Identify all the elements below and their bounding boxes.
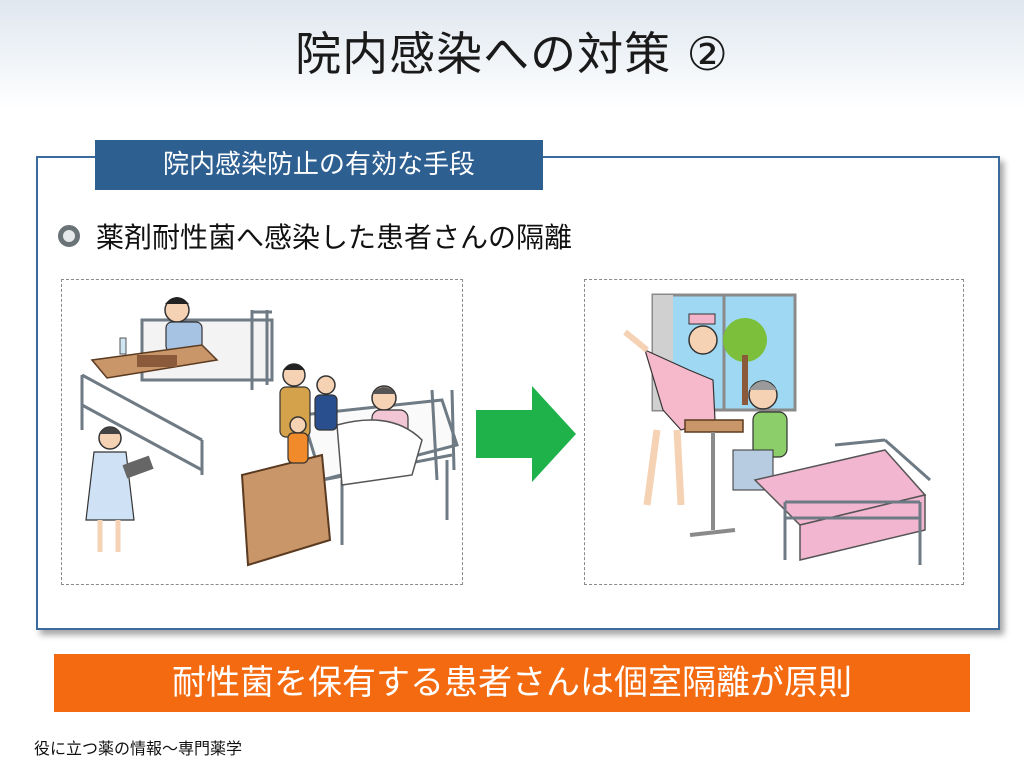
tray-table-illustration xyxy=(684,419,744,537)
patient-man-illustration xyxy=(164,297,203,353)
private-room-illustration xyxy=(584,279,964,585)
nurse-illustration xyxy=(85,426,154,552)
slide-title: 院内感染への対策 ② xyxy=(295,27,729,81)
tray-table-illustration xyxy=(90,337,219,379)
conclusion-banner: 耐性菌を保有する患者さんは個室隔離が原則 xyxy=(54,654,970,712)
shared-ward-illustration xyxy=(61,279,463,585)
bullet-item: 薬剤耐性菌へ感染した患者さんの隔離 xyxy=(58,214,572,258)
patient-woman-illustration xyxy=(336,385,423,486)
header-band xyxy=(0,0,1024,110)
patient-elderly-illustration xyxy=(732,380,788,491)
right-arrow-icon xyxy=(476,386,576,482)
footer-source: 役に立つ薬の情報～専門薬学 xyxy=(34,739,243,758)
ring-bullet-icon xyxy=(58,225,80,247)
section-label: 院内感染防止の有効な手段 xyxy=(95,140,543,190)
bed-illustration xyxy=(753,438,931,565)
bullet-text: 薬剤耐性菌へ感染した患者さんの隔離 xyxy=(96,221,573,254)
nurse-illustration xyxy=(623,313,718,506)
visitor-family-illustration xyxy=(279,363,338,464)
